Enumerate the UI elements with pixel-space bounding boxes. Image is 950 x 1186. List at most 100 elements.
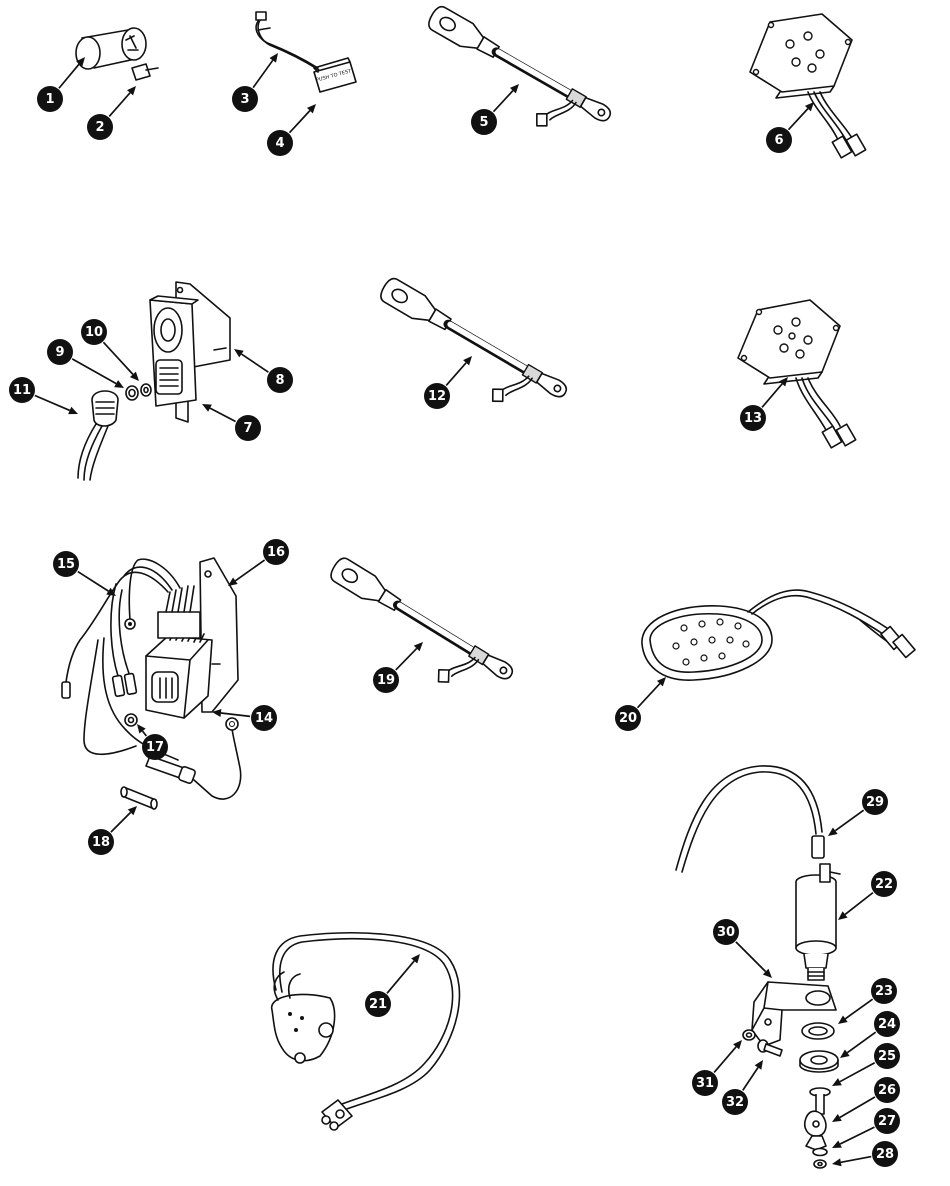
sensor-plate-part-13 — [737, 299, 857, 449]
connector-housing-part-1 — [75, 27, 147, 70]
callout-badge — [251, 705, 277, 731]
leader-3 — [252, 53, 278, 89]
heater-pad-part-20 — [641, 589, 916, 681]
callout-number: 26 — [878, 1083, 896, 1098]
callout-badge — [88, 829, 114, 855]
leader-31 — [713, 1040, 742, 1073]
leader-arrowhead — [76, 57, 85, 67]
leader-arrowhead — [832, 1158, 842, 1167]
leader-8 — [234, 349, 269, 373]
callout-8: 8 — [267, 367, 293, 393]
leader-9 — [71, 358, 124, 388]
bolt-part-25 — [809, 1087, 831, 1115]
leader-arrowhead — [306, 104, 316, 114]
leader-28 — [832, 1155, 872, 1167]
leader-line — [844, 998, 874, 1020]
callout-badge — [871, 871, 897, 897]
callout-number: 2 — [95, 120, 104, 135]
callout-number: 11 — [13, 383, 31, 398]
callout-16: 16 — [263, 539, 289, 565]
callout-22: 22 — [871, 871, 897, 897]
callout-30: 30 — [713, 919, 739, 945]
fuse-part-18 — [120, 786, 158, 810]
leader-line — [840, 1155, 872, 1164]
callout-number: 14 — [255, 711, 273, 726]
callout-badge — [874, 1077, 900, 1103]
callout-26: 26 — [874, 1077, 900, 1103]
leader-line — [110, 811, 132, 833]
leader-2 — [108, 86, 136, 118]
leader-line — [71, 358, 117, 385]
leader-arrowhead — [804, 102, 814, 112]
leader-arrowhead — [832, 1114, 842, 1122]
leader-16 — [228, 559, 266, 586]
callout-number: 7 — [243, 421, 252, 436]
washer-part-31 — [742, 1029, 756, 1041]
test-lead-part-3 — [255, 11, 320, 71]
callout-number: 19 — [377, 673, 395, 688]
leader-line — [58, 63, 80, 89]
callout-badge — [267, 367, 293, 393]
leader-line — [636, 683, 661, 709]
leader-arrows — [34, 53, 877, 1167]
callout-7: 7 — [235, 415, 261, 441]
leader-arrowhead — [413, 642, 423, 652]
leader-15 — [77, 570, 116, 596]
callout-20: 20 — [615, 705, 641, 731]
callout-31: 31 — [692, 1070, 718, 1096]
control-module-part-14 — [145, 585, 213, 719]
callout-badge — [37, 86, 63, 112]
leader-line — [108, 92, 131, 118]
leader-arrowhead — [838, 911, 848, 920]
leader-line — [787, 108, 809, 131]
leader-arrowhead — [127, 806, 137, 816]
callout-badge — [373, 667, 399, 693]
callout-number: 24 — [878, 1017, 896, 1032]
callout-13: 13 — [740, 405, 766, 431]
leader-arrowhead — [228, 577, 238, 586]
leader-17 — [137, 724, 148, 737]
leader-line — [839, 1061, 876, 1083]
callout-number: 8 — [275, 373, 284, 388]
leader-arrowhead — [762, 968, 772, 978]
leader-arrowhead — [832, 1140, 842, 1148]
callout-14: 14 — [251, 705, 277, 731]
leader-arrowhead — [129, 371, 139, 381]
leader-24 — [840, 1031, 877, 1058]
callout-number: 1 — [45, 92, 54, 107]
leader-line — [240, 353, 269, 373]
connector-block-part-7 — [149, 295, 199, 407]
callout-number: 27 — [878, 1114, 896, 1129]
leader-line — [492, 90, 514, 113]
leader-19 — [395, 642, 423, 671]
callout-badge — [267, 130, 293, 156]
callout-badge — [263, 539, 289, 565]
callout-29: 29 — [862, 789, 888, 815]
leader-arrowhead — [832, 1078, 842, 1086]
callout-badge — [874, 1043, 900, 1069]
callout-badge — [53, 551, 79, 577]
leader-line — [34, 394, 71, 412]
leader-arrowhead — [137, 724, 146, 734]
leader-line — [742, 1067, 759, 1091]
leader-line — [252, 59, 274, 89]
callout-number: 4 — [275, 136, 284, 151]
callout-badge — [232, 86, 258, 112]
nut-part-9 — [125, 385, 139, 401]
callout-number: 22 — [875, 877, 893, 892]
leader-arrowhead — [828, 827, 838, 836]
leader-arrowhead — [202, 404, 212, 412]
battery-cables — [330, 5, 612, 683]
callout-6: 6 — [766, 127, 792, 153]
leader-6 — [787, 102, 814, 131]
leader-25 — [832, 1061, 876, 1086]
callout-badge — [874, 1011, 900, 1037]
callout-badge — [692, 1070, 718, 1096]
callout-badge — [471, 109, 497, 135]
harness-plug-part-11 — [77, 390, 119, 481]
leader-20 — [636, 677, 666, 709]
callout-badge — [9, 377, 35, 403]
leader-line — [445, 362, 467, 387]
leader-line — [839, 1096, 876, 1119]
